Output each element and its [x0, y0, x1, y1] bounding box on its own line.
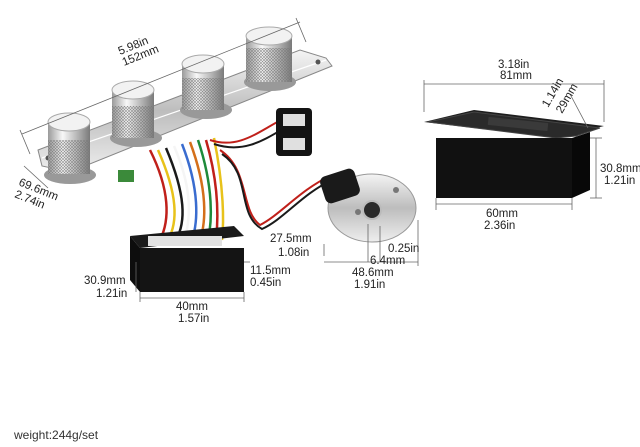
preamp-thickness-mm: 11.5mm — [250, 265, 291, 277]
output-jack — [320, 168, 417, 243]
screw-icon — [393, 187, 399, 193]
jack-thread-in: 0.25in — [388, 243, 419, 255]
knob-3 — [180, 54, 232, 119]
battery-length-bottom-mm: 60mm — [486, 208, 518, 220]
capacitor-icon — [118, 170, 134, 182]
screw-icon — [315, 59, 321, 65]
knob-1 — [44, 112, 96, 184]
preamp-width-mm: 40mm — [176, 301, 208, 313]
preamp-height-in: 1.21in — [96, 288, 127, 300]
battery-box — [424, 110, 604, 198]
jack-length-in: 1.91in — [354, 279, 385, 291]
weight-label: weight:244g/set — [14, 428, 99, 442]
screw-icon — [355, 209, 361, 215]
preamp-module — [130, 226, 244, 292]
battery-length-top-in: 3.18in — [498, 59, 529, 71]
preamp-width-in: 1.57in — [178, 313, 209, 325]
jack-thread-mm: 6.4mm — [370, 255, 405, 267]
connector-icon — [148, 236, 222, 246]
knob-4 — [244, 26, 296, 91]
dimension-lines — [19, 17, 605, 302]
jack-height-in: 1.08in — [278, 247, 309, 259]
preamp-height-mm: 30.9mm — [84, 275, 126, 287]
battery-height-in: 1.21in — [604, 175, 635, 187]
jack-length-mm: 48.6mm — [352, 267, 394, 279]
battery-clip — [276, 108, 312, 156]
knob-2 — [110, 80, 162, 147]
battery-length-bottom-in: 2.36in — [484, 220, 515, 232]
jack-height-mm: 27.5mm — [270, 233, 312, 245]
battery-length-top-mm: 81mm — [500, 70, 532, 82]
battery-height-mm: 30.8mm — [600, 163, 640, 175]
preamp-thickness-in: 0.45in — [250, 277, 281, 289]
